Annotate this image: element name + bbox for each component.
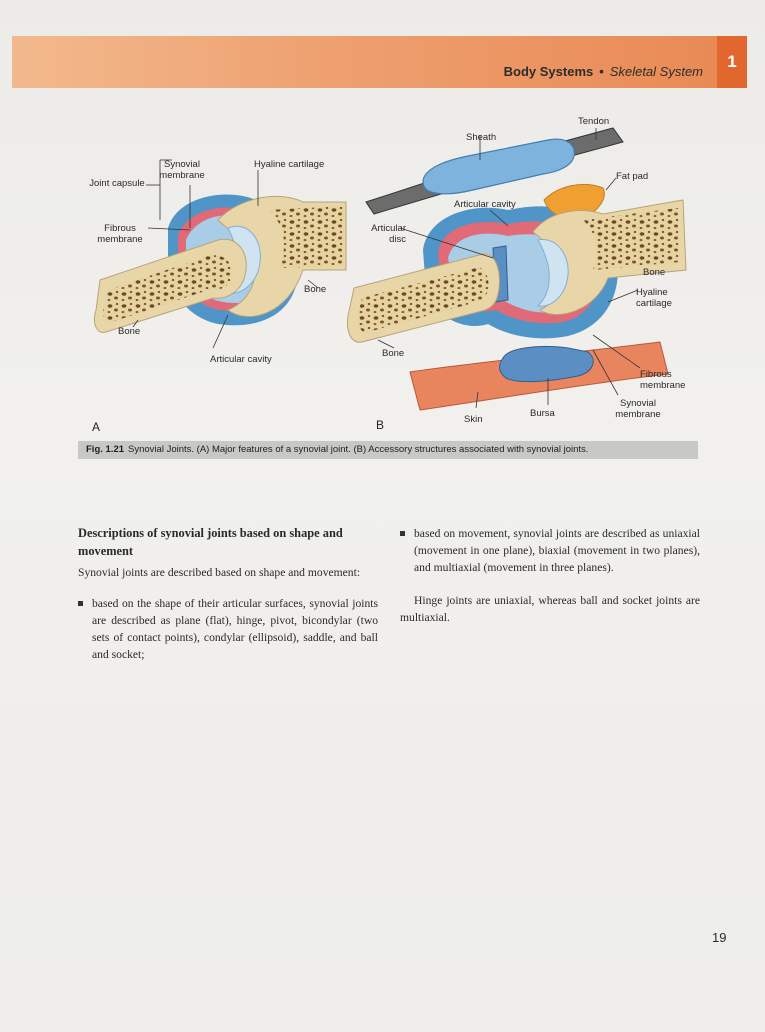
label-hyaline-cartilage-b: Hyaline cartilage <box>636 287 672 309</box>
bullet-marker <box>400 531 405 536</box>
right-column: based on movement, synovial joints are d… <box>400 525 700 626</box>
page-number: 19 <box>712 930 727 945</box>
panel-letter-a: A <box>92 420 101 434</box>
panel-a-illustration <box>93 159 347 349</box>
header-separator: • <box>599 64 604 79</box>
bullet-movement: based on movement, synovial joints are d… <box>400 525 700 576</box>
bone-b-left-spongy <box>357 267 489 333</box>
label-synovial-membrane-a: Synovial membrane <box>159 159 205 181</box>
figure-number: Fig. 1.21 <box>86 444 125 455</box>
bullet-shape-text: based on the shape of their articular su… <box>92 597 378 661</box>
label-articular-cavity-a: Articular cavity <box>210 354 272 365</box>
label-hyaline-cartilage-a: Hyaline cartilage <box>254 159 325 170</box>
chapter-tab: 1 <box>717 36 747 88</box>
label-bursa: Bursa <box>530 408 555 419</box>
label-sheath: Sheath <box>466 132 497 143</box>
header-subtitle: Skeletal System <box>609 64 703 79</box>
cartilage-b-shape <box>536 239 569 307</box>
hinge-paragraph: Hinge joints are uniaxial, whereas ball … <box>400 594 700 624</box>
section-heading: Descriptions of synovial joints based on… <box>78 526 343 558</box>
label-fat-pad: Fat pad <box>616 171 649 182</box>
label-tendon: Tendon <box>578 116 610 127</box>
intro-paragraph: Synovial joints are described based on s… <box>78 566 361 579</box>
label-fibrous-membrane-a: Fibrous membrane <box>97 223 143 245</box>
label-joint-capsule: Joint capsule <box>89 178 145 189</box>
label-articular-disc: Articular disc <box>371 223 406 245</box>
label-articular-cavity-b: Articular cavity <box>454 199 516 210</box>
label-bone-a-left: Bone <box>118 326 141 337</box>
bullet-marker <box>78 601 83 606</box>
label-bone-a-right: Bone <box>304 284 327 295</box>
upper-bone-spongy <box>268 206 344 268</box>
figure-caption-text: Synovial Joints. (A) Major features of a… <box>128 444 589 455</box>
label-fibrous-membrane-b: Fibrous membrane <box>640 369 686 391</box>
lower-bone-spongy <box>103 255 233 323</box>
label-skin: Skin <box>464 414 483 425</box>
header-title: Body Systems <box>503 64 594 79</box>
header-band <box>12 36 717 88</box>
tendon-sheath-shape <box>422 138 575 195</box>
label-synovial-membrane-b: Synovial membrane <box>615 398 661 420</box>
figure-synovial-joints: Joint capsule Synovial membrane Hyaline … <box>78 110 698 440</box>
bullet-movement-text: based on movement, synovial joints are d… <box>414 527 700 574</box>
panel-b-illustration <box>347 127 687 411</box>
running-header: Body Systems • Skeletal System <box>504 64 703 79</box>
bullet-shape: based on the shape of their articular su… <box>78 595 378 663</box>
left-column: Descriptions of synovial joints based on… <box>78 524 378 663</box>
bursa-shape <box>499 345 594 383</box>
label-bone-b-left: Bone <box>382 348 405 359</box>
bone-b-right-spongy <box>583 208 680 270</box>
figure-illustration <box>93 127 687 411</box>
panel-letter-b: B <box>376 418 385 432</box>
label-bone-b-right: Bone <box>643 267 666 278</box>
